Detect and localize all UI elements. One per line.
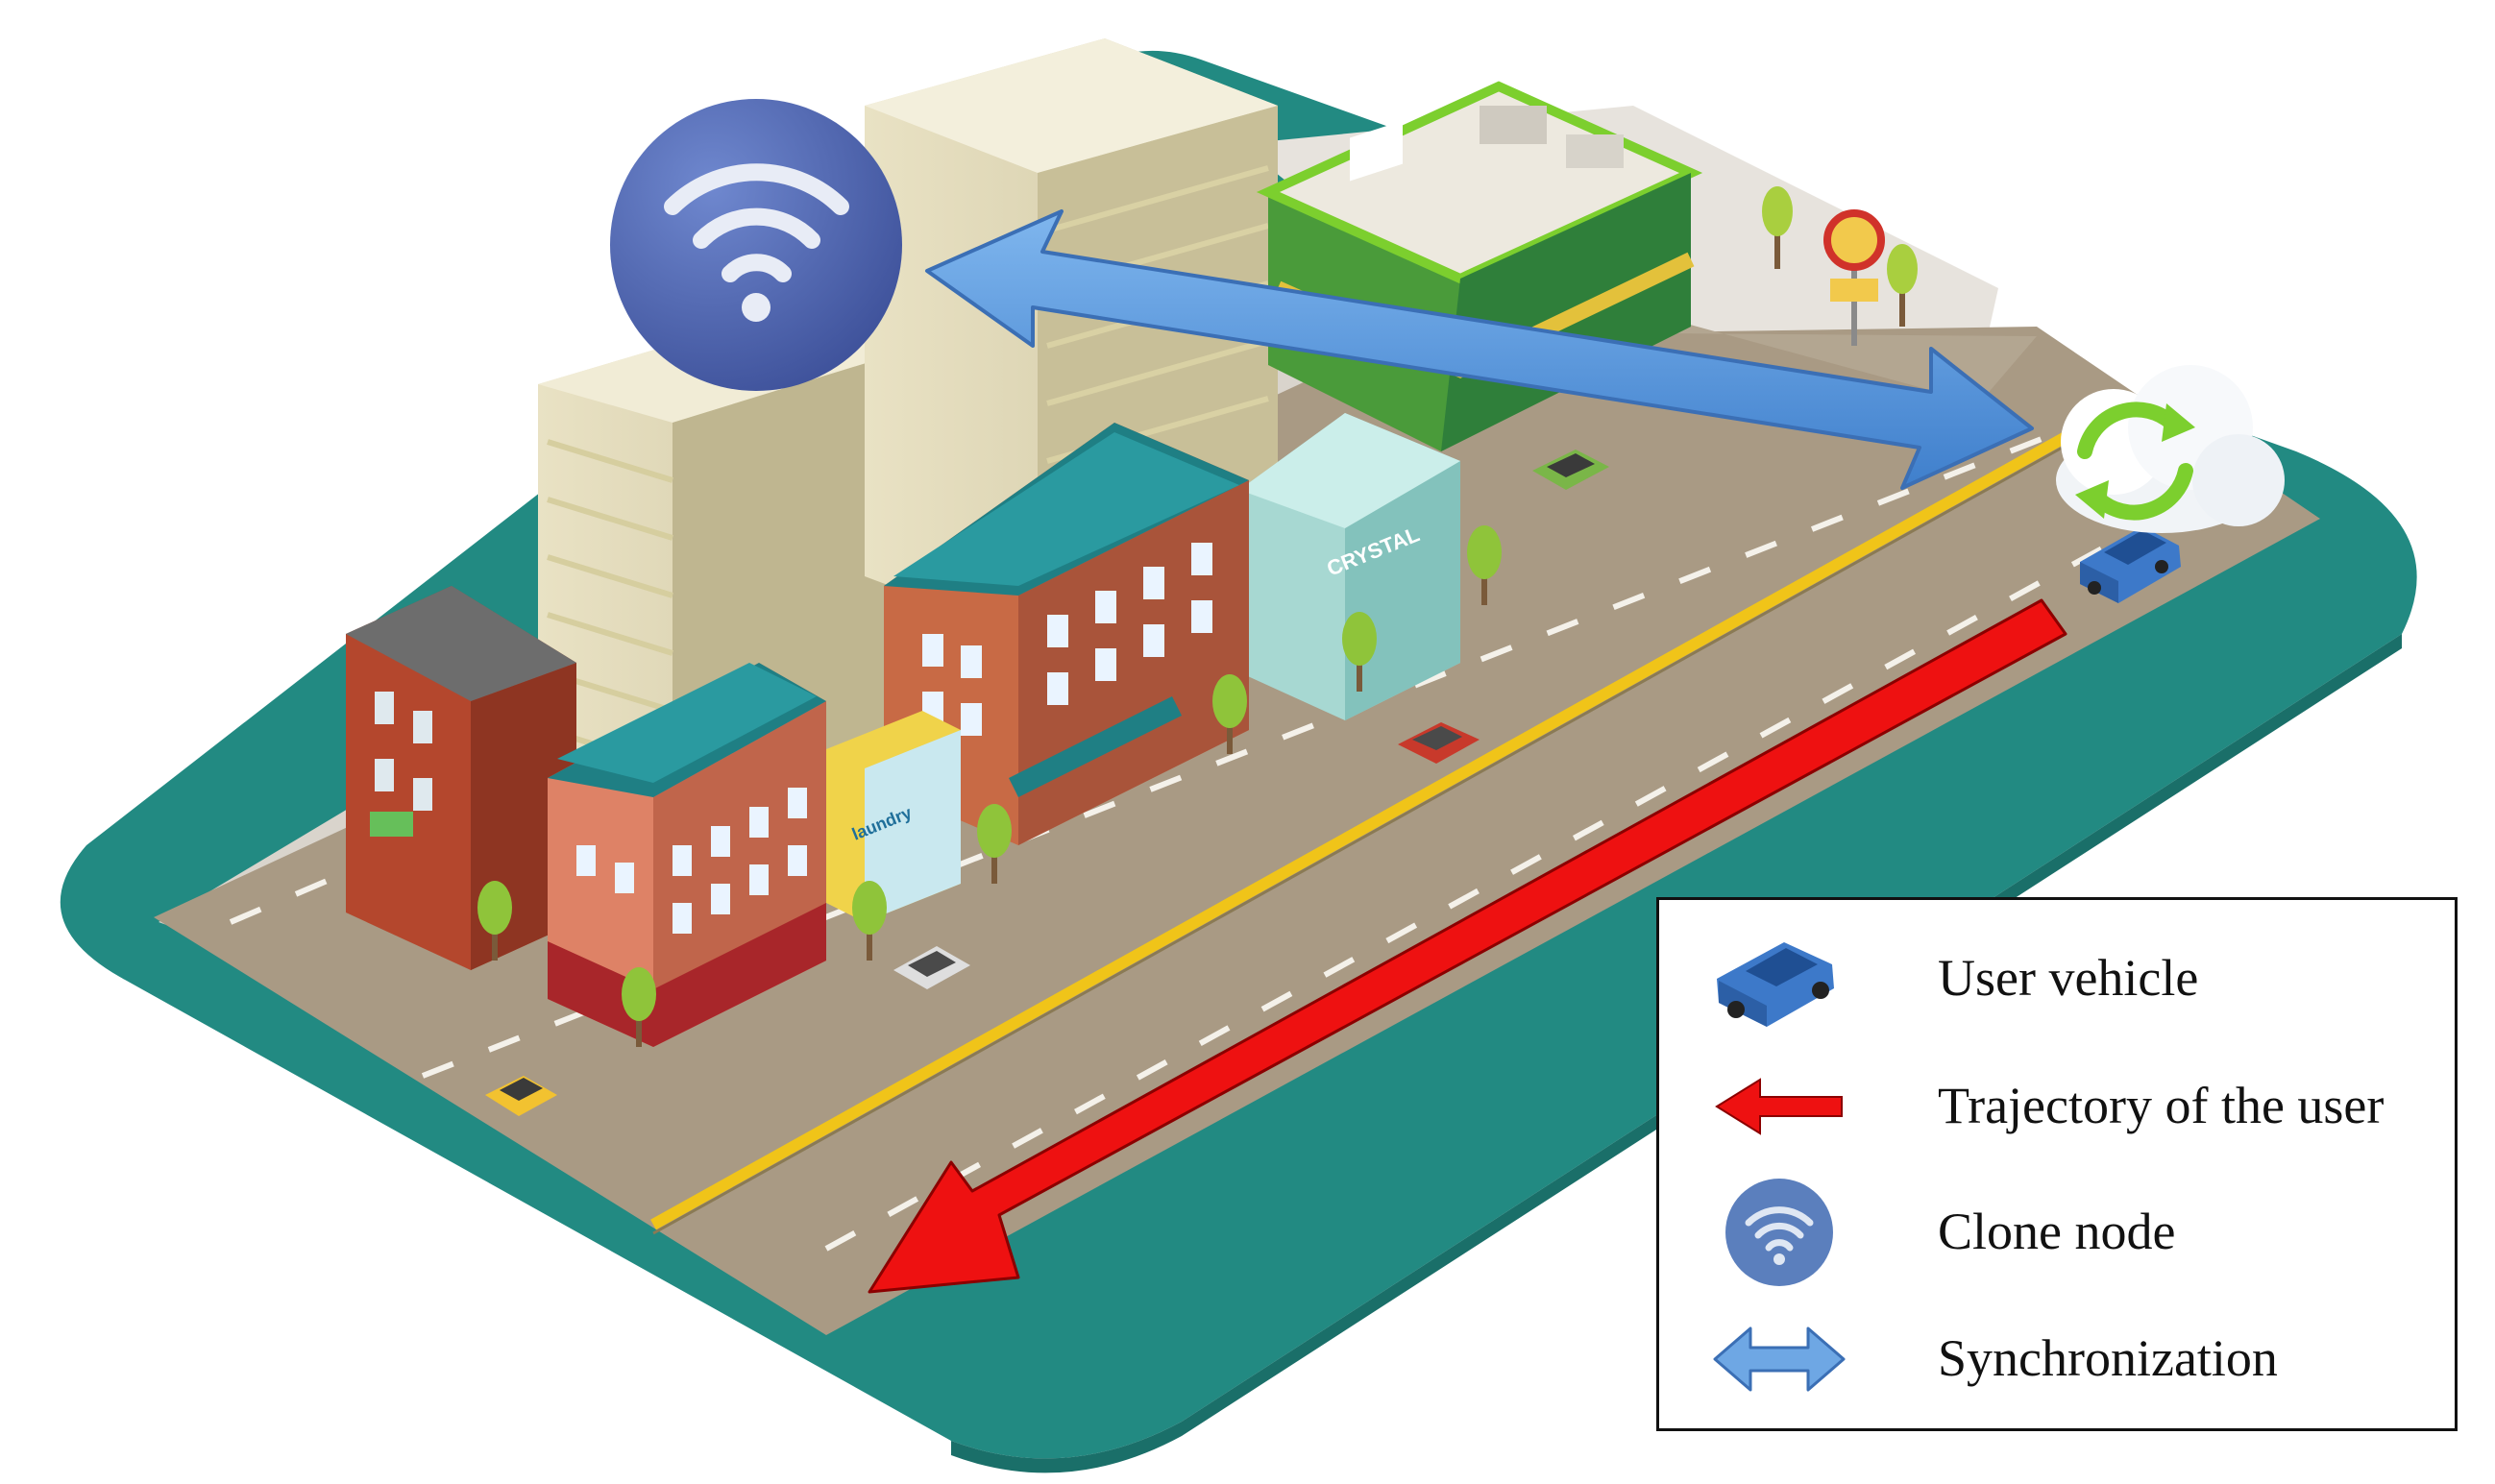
legend-item-trajectory: Trajectory of the user (1659, 1049, 2455, 1164)
clone-node (610, 99, 902, 391)
lane-dashes-front (824, 492, 2202, 1252)
legend-item-clone-node: Clone node (1659, 1175, 2455, 1290)
legend-item-user-vehicle: User vehicle (1659, 921, 2455, 1036)
crystal-building: CRYSTAL (1239, 120, 1460, 720)
round-sign (1823, 209, 1885, 346)
legend: User vehicle Trajectory of the user Clon… (1656, 897, 2458, 1431)
cloud-sync-icon (2056, 365, 2285, 533)
mansard-building-middle (884, 423, 1249, 845)
legend-item-synchronization: Synchronization (1659, 1302, 2455, 1417)
user-vehicle (2080, 526, 2181, 603)
wifi-icon (1725, 1179, 1833, 1286)
laundry-shop: laundry (826, 711, 961, 922)
yellow-center-line (650, 431, 2068, 1235)
double-arrow-icon (1713, 1326, 1846, 1392)
legend-label: Clone node (1938, 1203, 2176, 1260)
legend-label: User vehicle (1938, 949, 2199, 1007)
mansard-building-front (548, 663, 826, 1047)
car-icon (1717, 942, 1834, 1027)
trees (477, 186, 1918, 1047)
synchronization-arrow (925, 209, 2034, 490)
road (154, 327, 2320, 1335)
red-arrow-icon (1715, 1078, 1843, 1135)
red-building-left (346, 586, 576, 970)
trajectory-arrow (868, 598, 2067, 1294)
legend-label: Synchronization (1938, 1329, 2278, 1387)
legend-label: Trajectory of the user (1938, 1077, 2385, 1134)
background-cars (485, 450, 1609, 1116)
